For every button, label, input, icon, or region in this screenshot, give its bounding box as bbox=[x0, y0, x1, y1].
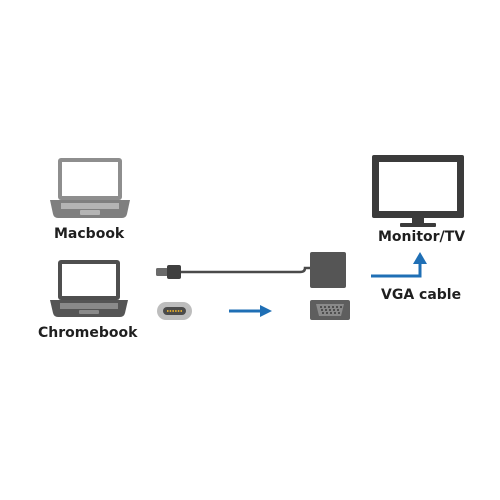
vga-cable-label: VGA cable bbox=[381, 287, 462, 303]
macbook-laptop-icon bbox=[50, 158, 130, 218]
chromebook-laptop-icon bbox=[50, 260, 128, 317]
arrow-to-adapter bbox=[229, 305, 272, 317]
macbook-label: Macbook bbox=[54, 226, 125, 242]
usb-c-cable bbox=[156, 265, 312, 279]
monitor-icon bbox=[372, 155, 464, 227]
monitor-label: Monitor/TV bbox=[378, 229, 466, 245]
arrow-to-monitor bbox=[371, 252, 427, 278]
usb-c-port-icon bbox=[157, 302, 192, 320]
chromebook-label: Chromebook bbox=[38, 325, 138, 341]
vga-port-icon bbox=[310, 300, 350, 320]
vga-adapter-icon bbox=[310, 252, 346, 288]
